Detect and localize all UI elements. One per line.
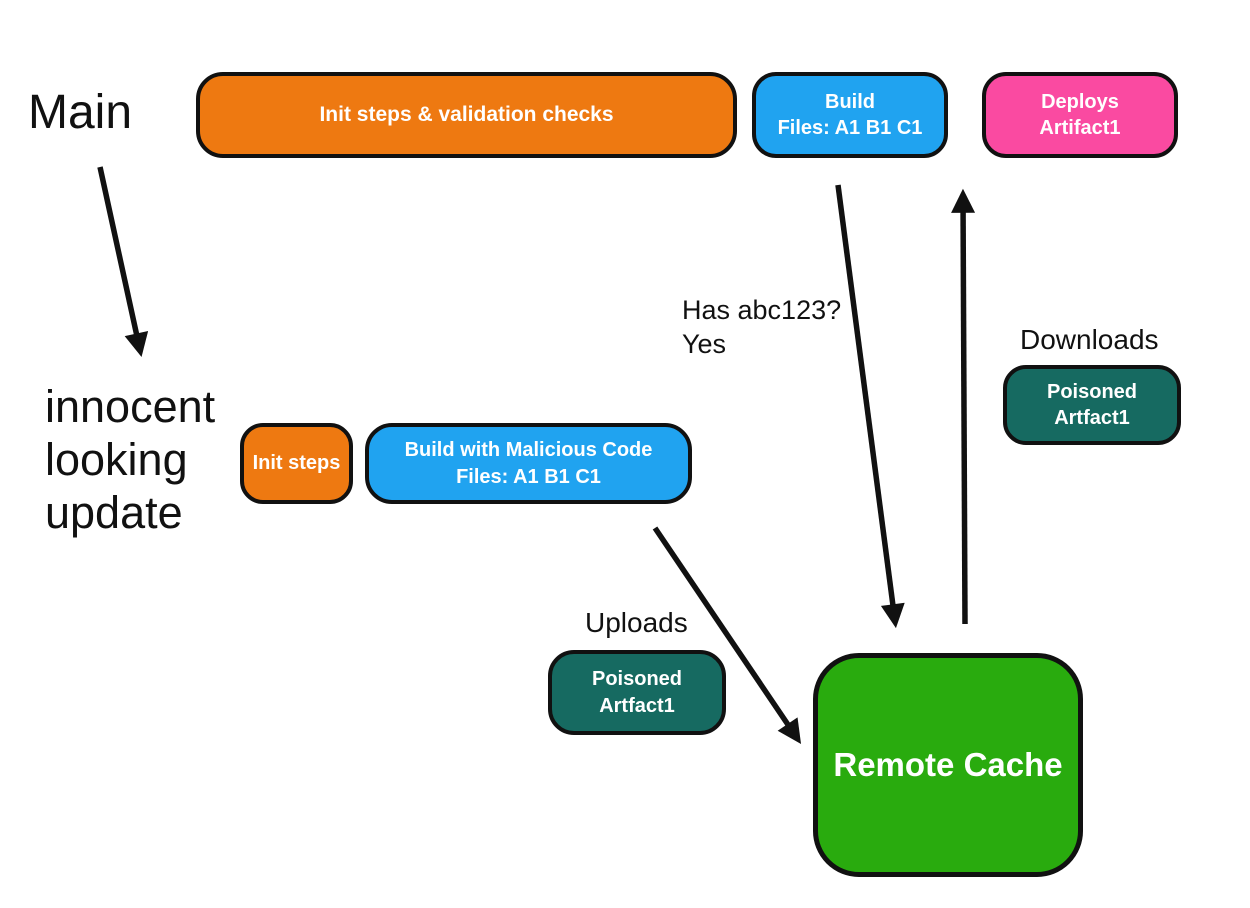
node-remote-cache-label: Remote Cache [833, 746, 1063, 784]
arrow-main-to-update [97, 166, 149, 358]
innocent-update-line2: looking [45, 434, 188, 485]
cache-check-label: Has abc123? Yes [682, 293, 841, 361]
node-build-title: Build [825, 90, 875, 113]
innocent-update-line3: update [45, 487, 183, 538]
node-build-files: Files: A1 B1 C1 [777, 117, 923, 139]
node-build: Build Files: A1 B1 C1 [752, 72, 948, 158]
node-poisoned-upload-name: Artfact1 [599, 694, 675, 717]
node-init-validation-checks: Init steps & validation checks [196, 72, 737, 158]
node-init-steps-label: Init steps [252, 452, 341, 475]
arrow-build-to-cache [835, 184, 905, 629]
arrow-cache-to-deploys [951, 188, 976, 625]
node-deploys-artifact: Deploys Artifact1 [982, 72, 1178, 158]
node-init-validation-checks-label: Init steps & validation checks [319, 103, 614, 127]
node-deploys-title: Deploys [1041, 90, 1119, 113]
node-remote-cache: Remote Cache [813, 653, 1083, 877]
node-build-malicious-title: Build with Malicious Code [404, 439, 653, 462]
node-poisoned-download-title: Poisoned [1046, 380, 1137, 403]
cache-check-answer: Yes [682, 329, 727, 359]
uploads-label: Uploads [585, 607, 688, 638]
node-build-malicious-files: Files: A1 B1 C1 [456, 465, 601, 488]
node-poisoned-download-name: Artfact1 [1054, 407, 1130, 429]
innocent-update-line1: innocent [45, 381, 216, 432]
main-branch-label: Main [28, 86, 133, 139]
node-poisoned-upload-title: Poisoned [591, 668, 682, 691]
node-poisoned-artifact-uploaded: Poisoned Artfact1 [548, 650, 726, 735]
cache-check-question: Has abc123? [682, 295, 842, 325]
downloads-label: Downloads [1020, 324, 1159, 355]
node-build-with-malicious-code: Build with Malicious Code Files: A1 B1 C… [365, 423, 692, 504]
node-init-steps: Init steps [240, 423, 353, 504]
innocent-update-label: innocent looking update [45, 380, 215, 539]
node-poisoned-artifact-downloaded: Poisoned Artfact1 [1003, 365, 1181, 445]
node-deploys-artifact-name: Artifact1 [1039, 117, 1121, 139]
